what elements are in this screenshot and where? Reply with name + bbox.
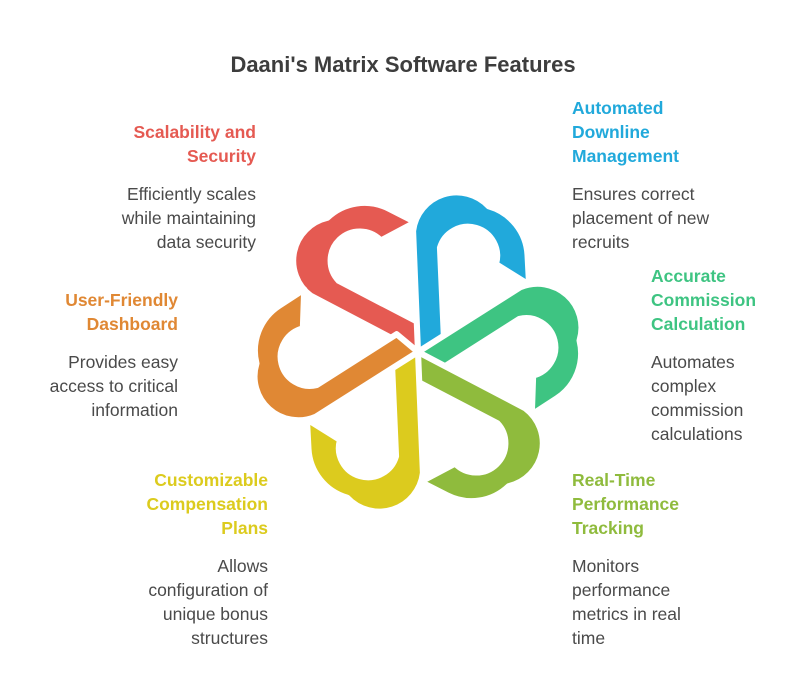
feature-description: Efficiently scales while maintaining dat… bbox=[121, 184, 256, 252]
feature-tracking: Real-Time Performance Tracking Monitors … bbox=[572, 468, 681, 650]
loop-dashboard bbox=[251, 286, 422, 424]
feature-title: User-Friendly Dashboard bbox=[65, 290, 178, 334]
feature-title: Real-Time Performance Tracking bbox=[572, 470, 679, 538]
feature-description: Provides easy access to critical informa… bbox=[49, 352, 178, 420]
loop-downline bbox=[410, 189, 533, 356]
feature-description: Ensures correct placement of new recruit… bbox=[572, 184, 710, 252]
feature-title: Accurate Commission Calculation bbox=[651, 266, 757, 334]
loop-tracking bbox=[410, 348, 546, 505]
loop-commission bbox=[414, 280, 585, 418]
feature-description: Monitors performance metrics in real tim… bbox=[572, 556, 681, 648]
feature-compensation: Customizable Compensation Plans Allows c… bbox=[146, 468, 268, 650]
feature-description: Automates complex commission calculation… bbox=[651, 352, 744, 444]
loop-scalability bbox=[290, 199, 426, 356]
feature-title: Automated Downline Management bbox=[572, 98, 679, 166]
feature-title: Customizable Compensation Plans bbox=[146, 470, 268, 538]
feature-dashboard: User-Friendly Dashboard Provides easy ac… bbox=[50, 288, 178, 422]
loop-compensation bbox=[303, 348, 426, 515]
feature-scalability: Scalability and Security Efficiently sca… bbox=[122, 120, 256, 254]
feature-description: Allows configuration of unique bonus str… bbox=[148, 556, 268, 648]
feature-title: Scalability and Security bbox=[133, 122, 256, 166]
feature-downline: Automated Downline Management Ensures co… bbox=[572, 96, 709, 254]
feature-commission: Accurate Commission Calculation Automate… bbox=[651, 264, 756, 446]
page-title: Daani's Matrix Software Features bbox=[230, 52, 576, 77]
